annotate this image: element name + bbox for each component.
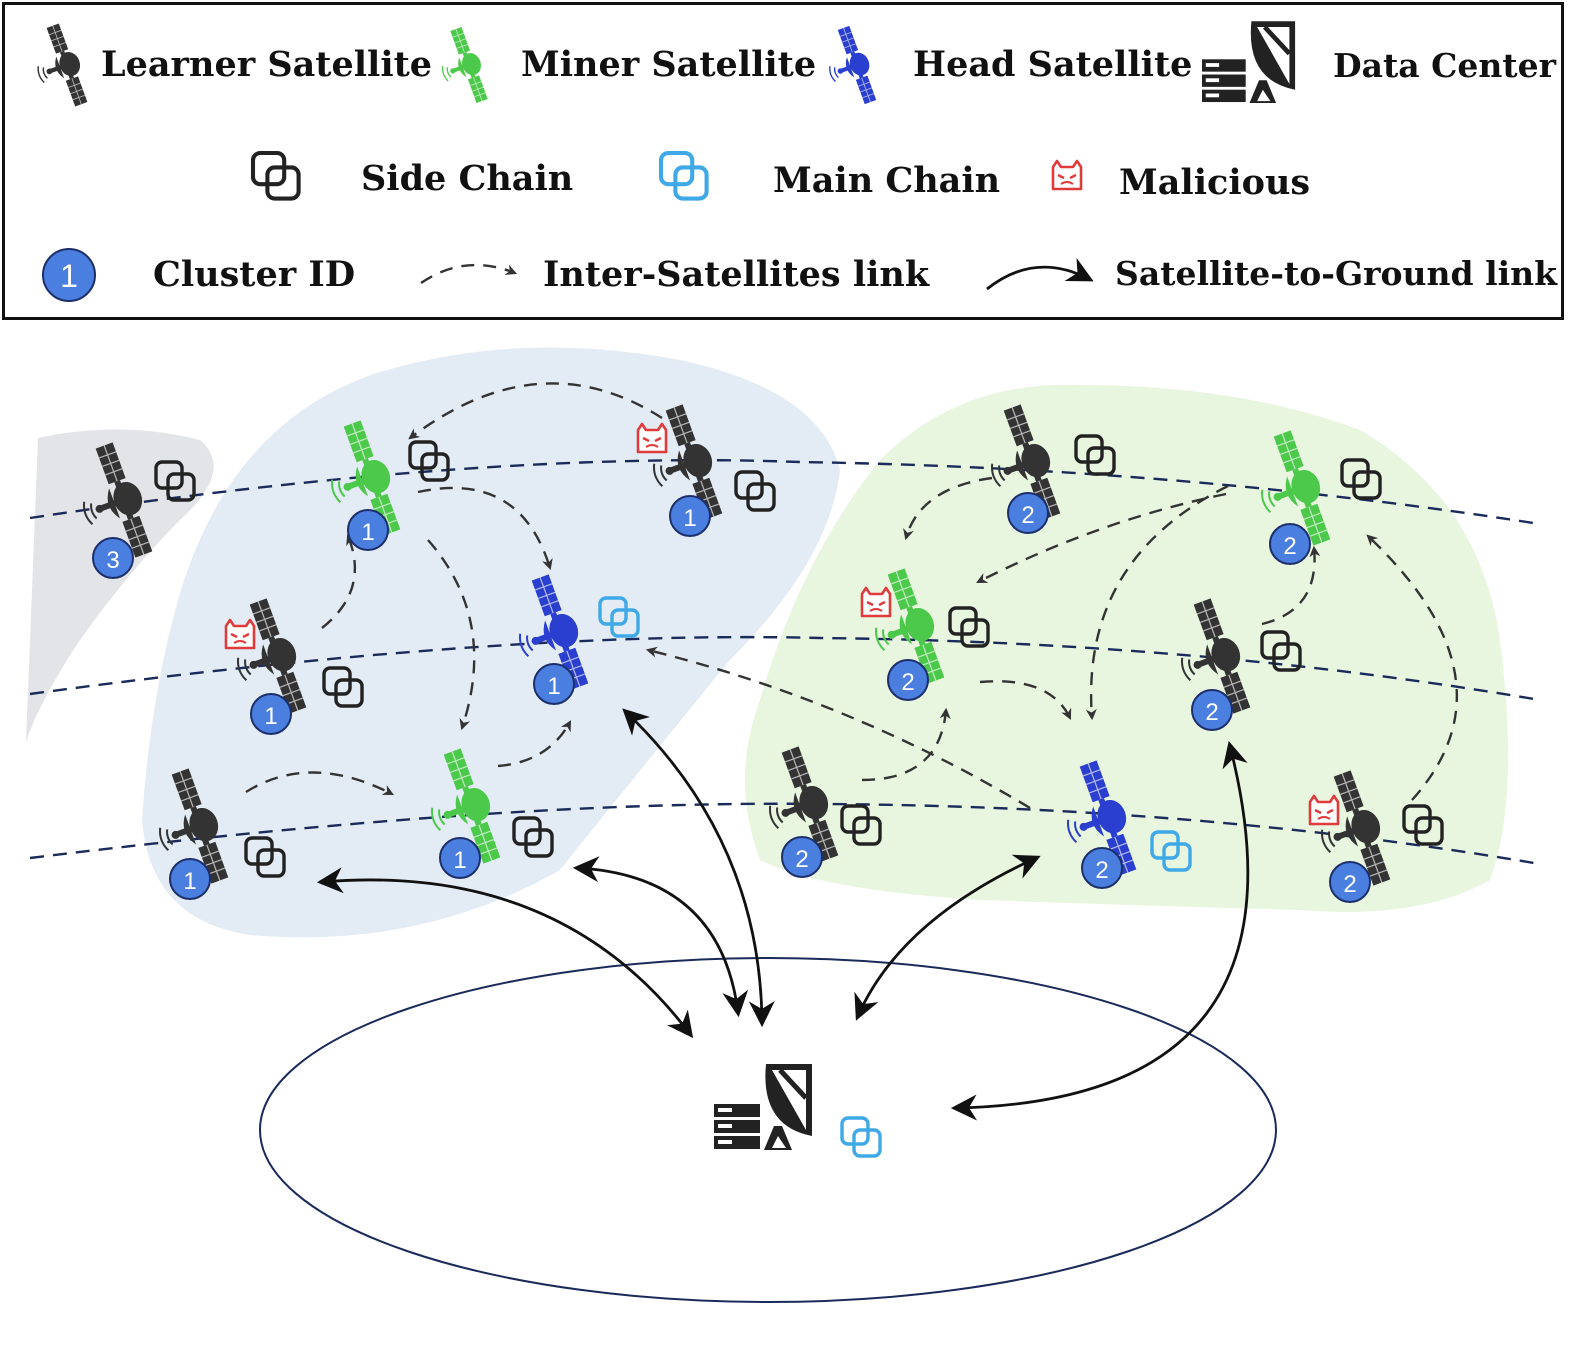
- isl-link: [497, 720, 572, 768]
- sgl-link: [572, 856, 749, 1018]
- isl-link: [903, 476, 993, 541]
- legend-learner-label: Learner Satellite: [101, 44, 433, 85]
- isl-link: [1366, 534, 1459, 801]
- orbit-middle: [29, 635, 1541, 702]
- cluster-id: 1: [361, 519, 374, 546]
- satellite-to-ground-link-icon: [986, 257, 1094, 291]
- isl-link: [979, 680, 1072, 720]
- isl-link: [976, 492, 1227, 584]
- isl-link: [417, 486, 553, 571]
- head-satellite: 1: [500, 570, 640, 705]
- legend-miner-label: Miner Satellite: [521, 44, 817, 85]
- head-satellite-icon: [816, 23, 883, 113]
- learner-satellite: 3: [64, 438, 196, 579]
- cluster-id: 2: [901, 669, 914, 696]
- main-chain-icon: [661, 153, 707, 199]
- miner-satellite: 2: [1242, 426, 1382, 565]
- learner-satellite: 2: [1302, 766, 1444, 903]
- cluster-id: 2: [795, 846, 808, 873]
- side-chain-icon: [253, 153, 299, 199]
- cluster-id: 2: [1021, 502, 1034, 529]
- cluster-id: 1: [183, 868, 196, 895]
- learner-satellite-icon: [24, 20, 95, 116]
- region-cluster-1: [142, 347, 840, 938]
- inter-satellite-links: [245, 382, 1459, 810]
- cluster-id-icon: 1: [42, 248, 96, 302]
- learner-satellite: 2: [1162, 594, 1302, 731]
- orbit-top: [29, 459, 1541, 526]
- legend-malicious-label: Malicious: [1119, 162, 1311, 203]
- cluster-id: 3: [106, 547, 119, 574]
- inter-satellite-link-icon: [420, 263, 518, 284]
- isl-link: [1085, 484, 1229, 721]
- legend-sidechain-label: Side Chain: [361, 158, 574, 199]
- cluster-id: 2: [1095, 857, 1108, 884]
- cluster-id: 1: [547, 673, 560, 700]
- data-center-icon: [1202, 21, 1295, 103]
- legend-cluster-label: Cluster ID: [153, 254, 356, 295]
- satellite-to-ground-links: [316, 708, 1250, 1121]
- learner-satellite: 2: [972, 400, 1116, 534]
- legend-head-label: Head Satellite: [913, 44, 1193, 85]
- legend: 1 Learner Satellite Miner Satellite Head…: [2, 2, 1564, 320]
- cluster-id: 2: [1283, 533, 1296, 560]
- legend-icons: 1: [24, 5, 1561, 302]
- isl-link: [321, 533, 357, 629]
- isl-link: [408, 382, 663, 440]
- legend-mainchain-label: Main Chain: [773, 160, 1001, 201]
- ground-ellipse: [259, 957, 1277, 1303]
- cluster-id: 2: [1205, 699, 1218, 726]
- ground-data-center: [714, 1064, 882, 1158]
- isl-link: [1261, 545, 1321, 626]
- miner-satellite: 2: [856, 564, 990, 701]
- cluster-id: 1: [683, 505, 696, 532]
- legend-isl-label: Inter-Satellites link: [543, 254, 930, 295]
- learner-satellite: 1: [634, 400, 776, 537]
- learner-satellite: 2: [750, 742, 882, 878]
- isl-link: [245, 771, 394, 796]
- cluster-id: 1: [453, 847, 466, 874]
- cluster-id: 2: [1343, 871, 1356, 898]
- miner-satellite: 1: [312, 416, 450, 551]
- miner-satellite-icon: [429, 24, 494, 111]
- cluster-id: 1: [264, 703, 277, 730]
- miner-satellite: 1: [412, 744, 554, 879]
- malicious-icon: [1051, 159, 1083, 191]
- region-cluster-3: [26, 429, 214, 742]
- head-satellite: 2: [1048, 756, 1192, 889]
- legend-datacenter-label: Data Center: [1333, 46, 1556, 85]
- sgl-link: [950, 740, 1250, 1121]
- cluster-id-sample: 1: [60, 258, 78, 294]
- sgl-link: [622, 708, 775, 1028]
- isl-link: [427, 539, 476, 731]
- legend-sgl-label: Satellite-to-Ground link: [1115, 254, 1558, 293]
- learner-satellite: 1: [218, 594, 364, 735]
- learner-satellite: 1: [140, 764, 286, 900]
